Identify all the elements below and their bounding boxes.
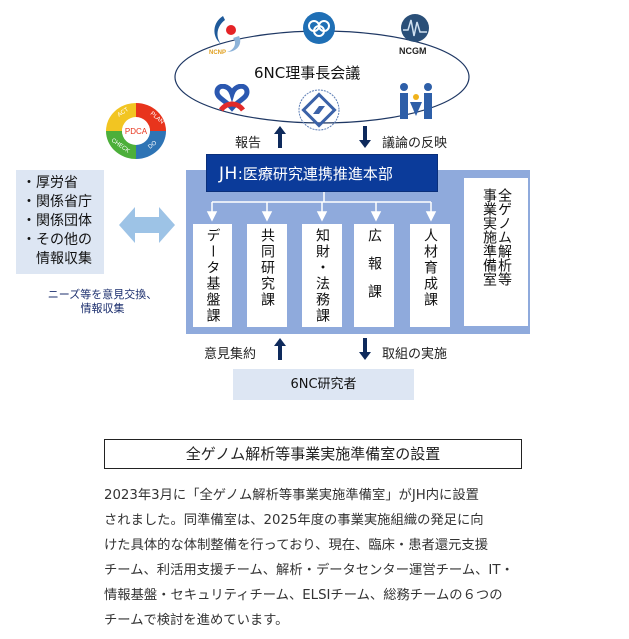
dept-label: 共同研究課 [259, 228, 275, 308]
body-line: けた具体的な体制整備を行っており、現在、臨床・患者還元支援 [104, 538, 489, 553]
arrow-down-icon [359, 126, 371, 148]
ncnp-logo-icon: NCNP [209, 16, 241, 56]
body-line: 情報基盤・セキュリティチーム、ELSIチーム、総務チームの６つの [104, 588, 503, 603]
body-line: 2023年3月に「全ゲノム解析等事業実施準備室」がJH内に設置 [104, 488, 479, 503]
arrow-up-icon [274, 338, 286, 360]
jh-prefix: JH [219, 164, 238, 184]
stakeholder-item: ・関係団体 [22, 213, 92, 229]
caption-line: 情報収集 [80, 302, 125, 315]
dept-human-resources: 人材育成課 [410, 224, 450, 327]
double-arrow-icon [119, 207, 175, 243]
org-connector-lines [206, 190, 437, 222]
report-label: 報告 [235, 136, 262, 151]
pdca-cycle-icon: PDCA ACT PLAN DO CHECK [106, 103, 166, 159]
6nc-researchers-box: 6NC研究者 [233, 369, 414, 400]
jh-separator: : [237, 165, 243, 183]
implementation-label: 取組の実施 [382, 347, 448, 362]
feedback-label: 議論の反映 [382, 136, 448, 151]
dept-label: 人材育成課 [422, 228, 438, 308]
ncc-logo-icon [303, 12, 335, 44]
body-line: されました。同準備室は、2025年度の事業実施組織の発足に向 [104, 513, 484, 528]
body-line: チーム、利活用支援チーム、解析・データセンター運営チーム、IT・ [104, 563, 514, 578]
dept-ip-legal: 知財・法務課 [302, 224, 342, 327]
caption-line: ニーズ等を意見交換、 [47, 288, 158, 301]
svg-text:NCGM: NCGM [399, 46, 427, 56]
stakeholders-caption: ニーズ等を意見交換、 情報収集 [20, 288, 185, 316]
body-line: チームで検討を進めています。 [104, 613, 289, 628]
stakeholder-item: 情報収集 [22, 251, 92, 267]
arrow-up-icon [274, 126, 286, 148]
svg-text:ACT: ACT [117, 107, 131, 119]
prep-office-line1: 全ゲノム解析等 [496, 188, 512, 286]
stakeholder-item: ・その他の [22, 232, 92, 248]
dept-label: 広 報 課 [366, 228, 382, 298]
svg-text:DO: DO [147, 140, 158, 151]
dept-joint-research: 共同研究課 [247, 224, 287, 327]
stakeholder-item: ・関係省庁 [22, 194, 92, 210]
dept-label: データ基盤課 [204, 228, 221, 324]
arrow-down-icon [359, 338, 371, 360]
ncgm-logo-icon: NCGM [399, 14, 429, 56]
dept-public-relations: 広 報 課 [354, 224, 394, 327]
ncchd-logo-icon [400, 83, 432, 119]
section-body: 2023年3月に「全ゲノム解析等事業実施準備室」がJH内に設置 されました。同準… [104, 483, 524, 633]
svg-text:NCNP: NCNP [209, 50, 226, 56]
stakeholder-item: ・厚労省 [22, 175, 78, 191]
prep-office-line2: 事業実施準備室 [481, 188, 497, 286]
dept-label: 知財・法務課 [314, 228, 330, 324]
opinion-gathering-label: 意見集約 [204, 347, 257, 362]
section-heading: 全ゲノム解析等事業実施準備室の設置 [104, 439, 522, 469]
genome-prep-office: 全ゲノム解析等事業実施準備室 [464, 178, 528, 326]
stakeholders-box: ・厚労省 ・関係省庁 ・関係団体 ・その他の 情報収集 [16, 170, 104, 274]
jh-headquarters-bar: JH:医療研究連携推進本部 [206, 154, 438, 192]
council-title: 6NC理事長会議 [254, 64, 361, 82]
svg-text:PDCA: PDCA [125, 127, 148, 136]
ncgg-logo-icon [298, 89, 340, 131]
jh-name: 医療研究連携推進本部 [242, 165, 393, 183]
ncvc-logo-icon [214, 84, 250, 112]
dept-data-infrastructure: データ基盤課 [193, 224, 232, 327]
